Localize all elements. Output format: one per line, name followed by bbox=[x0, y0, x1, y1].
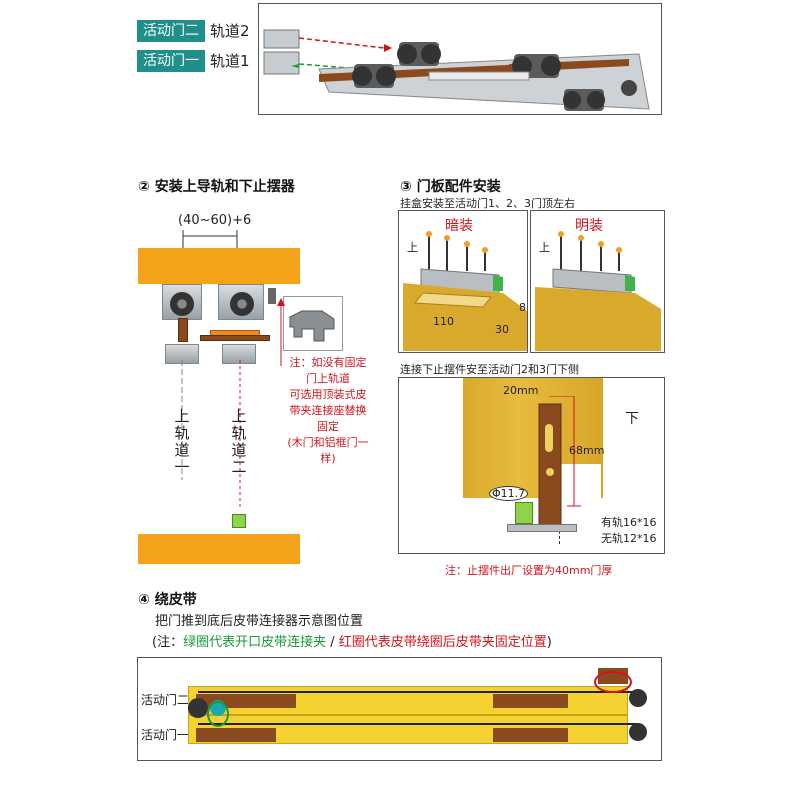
section-3-title: ③ 门板配件安装 bbox=[400, 179, 501, 195]
door-one-label: 活动门一 bbox=[141, 728, 190, 742]
floor-block bbox=[138, 534, 300, 564]
section-4-title: ④ 绕皮带 bbox=[138, 592, 197, 608]
section-4-desc: 把门推到底后皮带连接器示意图位置 bbox=[155, 614, 364, 629]
up-label-right: 上 bbox=[539, 241, 550, 254]
section-3-subtitle: 挂盒安装至活动门1、2、3门顶左右 bbox=[400, 197, 575, 210]
with-rail-label: 有轨16*16 bbox=[601, 516, 657, 529]
dim-30: 30 bbox=[495, 323, 509, 336]
hidden-mount-drawing bbox=[403, 231, 527, 351]
upper-ceiling-block bbox=[138, 248, 300, 284]
down-label: 下 bbox=[625, 411, 639, 427]
exposed-mount-drawing bbox=[535, 231, 661, 351]
bottom-rail bbox=[507, 524, 577, 532]
rail-assembly-drawing bbox=[263, 29, 650, 111]
door-two-label: 活动门二 bbox=[141, 693, 190, 707]
alt-connector-icon bbox=[289, 310, 335, 342]
connect-note: 连接下止摆件安至活动门2和3门下侧 bbox=[400, 363, 579, 376]
note-leader bbox=[277, 298, 285, 366]
label-upper-rail-one: 上轨道一 bbox=[174, 407, 190, 476]
side-clip bbox=[268, 288, 276, 304]
stopper-drawing bbox=[538, 396, 581, 529]
bottom-guide-block bbox=[515, 502, 533, 524]
belt-path bbox=[188, 668, 647, 741]
section-2-title: ② 安装上导轨和下止摆器 bbox=[138, 179, 295, 195]
label-rail-one: 轨道1 bbox=[210, 52, 250, 70]
rail-one-end bbox=[263, 51, 300, 75]
rail-assembly-frame bbox=[258, 3, 662, 115]
hanger-link bbox=[200, 335, 270, 341]
exposed-mount-panel: 明装 上 bbox=[530, 210, 665, 353]
door-divider bbox=[188, 714, 628, 716]
tag-door-one: 活动门一 bbox=[137, 50, 205, 72]
hidden-mount-label: 暗装 bbox=[445, 218, 473, 234]
dimension-label: (40~60)+6 bbox=[178, 213, 252, 228]
hanger-stem-one bbox=[178, 318, 188, 342]
label-upper-rail-two: 上轨道二 bbox=[231, 407, 247, 476]
exposed-mount-label: 明装 bbox=[575, 218, 603, 234]
roller-one bbox=[170, 292, 194, 316]
door-two-bracket-right bbox=[493, 694, 568, 708]
lower-stopper-panel: 20mm 68mm Φ11.7 下 有轨16*16 无轨12*16 bbox=[398, 377, 665, 554]
belt-diagram-frame: 活动门二 活动门一 bbox=[137, 657, 662, 761]
section-4-note: (注：绿圈代表开口皮带连接夹 / 红圈代表皮带绕圈后皮带夹固定位置) bbox=[152, 635, 552, 650]
door-one-bracket-left bbox=[196, 728, 276, 742]
stopper-factory-note: 注：止摆件出厂设置为40mm门厚 bbox=[445, 564, 613, 577]
dim-68mm: 68mm bbox=[569, 444, 605, 457]
section-2-note: 注：如没有固定 门上轨道 可选用顶装式皮 带夹连接座替换 固定 (木门和铝框门一… bbox=[287, 356, 369, 465]
tag-door-two: 活动门二 bbox=[137, 20, 205, 42]
dim-8: 8 bbox=[519, 301, 526, 314]
dim-20mm: 20mm bbox=[503, 384, 539, 397]
dim-diameter: Φ11.7 bbox=[489, 486, 529, 501]
bottom-guide bbox=[232, 514, 246, 528]
door-one-bracket-right bbox=[493, 728, 568, 742]
label-rail-two: 轨道2 bbox=[210, 22, 250, 40]
hanger-base-two bbox=[222, 344, 256, 364]
roller-two bbox=[230, 292, 254, 316]
center-lines bbox=[181, 360, 241, 510]
hidden-mount-panel: 暗装 上 110 8 30 bbox=[398, 210, 528, 353]
up-label-left: 上 bbox=[407, 241, 418, 254]
alt-connector-box bbox=[283, 296, 343, 351]
rail-two-end bbox=[263, 29, 300, 49]
dim-110: 110 bbox=[433, 315, 454, 328]
no-rail-label: 无轨12*16 bbox=[601, 532, 657, 545]
